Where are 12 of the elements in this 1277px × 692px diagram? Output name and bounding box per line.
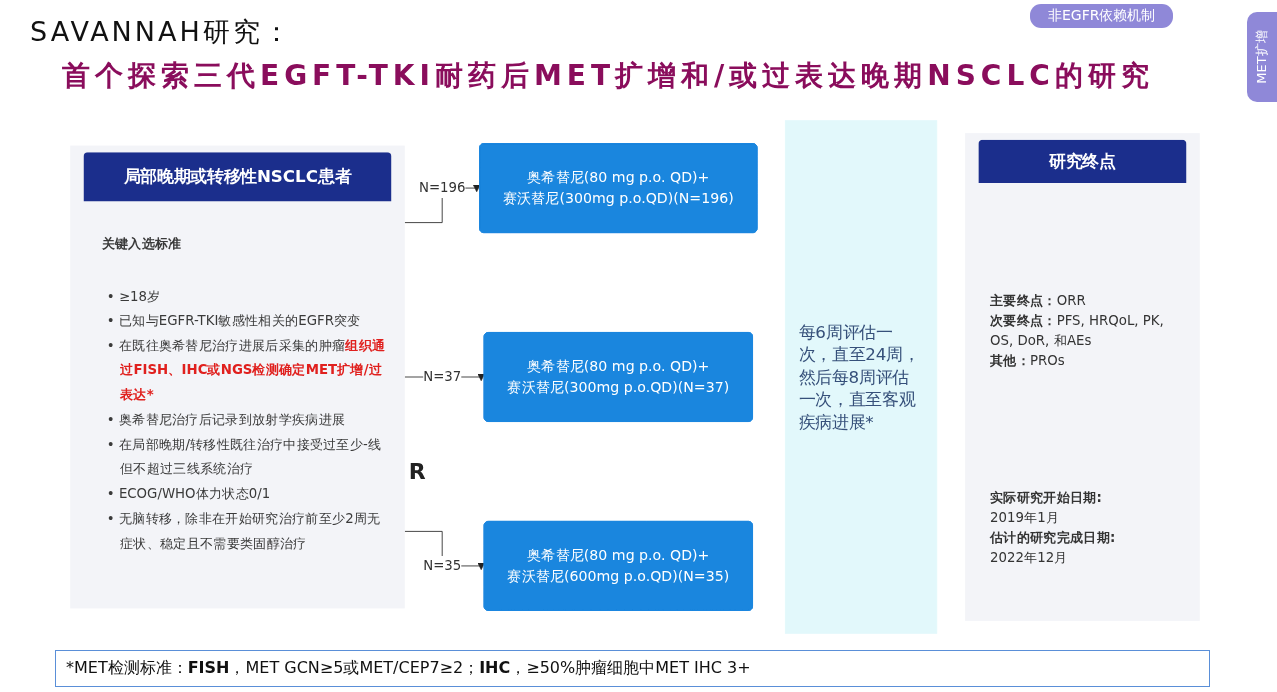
footnote: *MET检测标准：FISH，MET GCN≥5或MET/CEP7≥2；IHC，≥50%肿瘤细胞中MET IHC 3+ <box>55 650 1210 687</box>
edge-label: N=35 <box>423 557 462 574</box>
node-box: 局部晚期或转移性NSCLC患者 关键入选标准 • ≥18岁 • 已知与EGFR-TKI敏感性相关的EGFR突变 • 在既往奥希替尼治疗进展后采集的肿瘤组织通过FISH、IHC或NGS检测确定MET扩增/过表达* • 奥希替尼治疗后记录到放射学疾病进展 • 在局部晚期/转移性既往治疗中接受过至少-线但不超过三线系统治疗 • ECOG/WHO体力状态0/1 • 无脑转移，除非在开始研究治疗前至少2周无症状、稳定且不需要类固醇治疗 <box>70 145 405 609</box>
side-tab: MET扩增 <box>1247 12 1277 102</box>
edge-label: N=37 <box>423 368 462 385</box>
title: SAVANNAH研究： <box>30 15 293 49</box>
node-box: 每6周评估一次，直至24周，然后每8周评估一次，直至客观疾病进展* <box>784 120 938 634</box>
edge-label: N=196 <box>418 179 466 196</box>
subtitle: 首个探索三代EGFT-TKI耐药后MET扩增和/或过表达晚期NSCLC的研究 <box>62 58 1154 94</box>
section-tag: 非EGFR依赖机制 <box>1030 4 1174 28</box>
node-box: 研究终点 主要终点：ORR 次要终点：PFS, HRQoL, PK, OS, DoR, 和AEs 其他：PROs 实际研究开始日期: 2019年1月 估计的研究完成日期: 2022年12月 <box>965 133 1200 621</box>
randomization-label: R <box>408 460 426 483</box>
